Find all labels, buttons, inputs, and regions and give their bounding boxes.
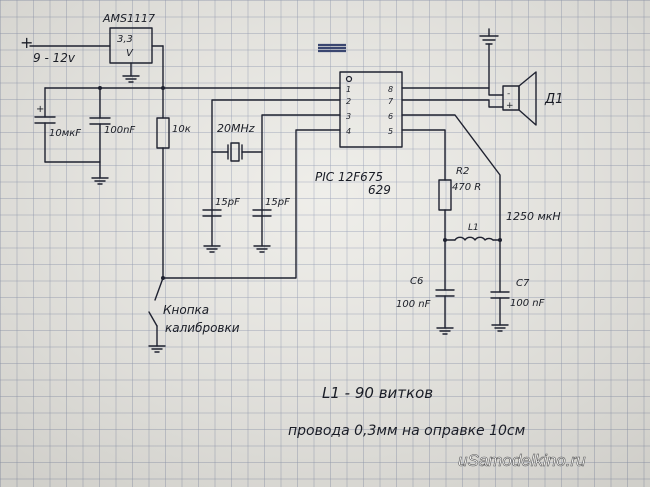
button-contact-lower — [148, 311, 158, 327]
speaker-minus-wire — [488, 87, 504, 96]
speaker-minus: - — [507, 89, 510, 99]
c7-value: 100 nF — [510, 298, 545, 309]
pin2-wire — [211, 99, 341, 247]
crystal-freq-label: 20MHz — [217, 122, 255, 135]
junction-dot — [443, 238, 447, 242]
speaker: - + Д1 — [401, 71, 563, 126]
pin5-wire — [401, 129, 446, 181]
regulator-ground-symbol — [122, 75, 140, 83]
l1-value: 1250 мкН — [506, 210, 561, 223]
r2-value: 470 R — [452, 182, 481, 193]
mcu-chip: 1 2 3 4 8 7 6 5 PIC 12F675 629 — [315, 71, 403, 197]
regulator-name: AMS1117 — [102, 12, 155, 25]
inductor-l1: L1 1250 мкН — [443, 210, 561, 242]
capacitor-c4: 15pF — [252, 197, 290, 253]
speaker-plus: + — [506, 101, 514, 111]
c7-name: C7 — [516, 278, 530, 289]
ground-symbol — [91, 177, 109, 185]
supply-voltage-label: 9 - 12v — [33, 51, 76, 65]
pin6-wire — [401, 114, 501, 293]
mcu-pin-label: 3 — [346, 112, 351, 121]
r1-value-label: 10к — [172, 124, 191, 135]
calibration-button: Кнопка калибровки — [148, 277, 240, 353]
ground-symbol — [148, 345, 166, 353]
mcu-pin-label: 7 — [388, 97, 394, 106]
resistor-r2: R2 470 R — [438, 166, 481, 291]
ground-symbol — [436, 327, 454, 335]
ground-symbol — [203, 245, 221, 253]
pin1-marker — [345, 75, 353, 83]
capacitor-c1: + 10мкF — [34, 87, 81, 163]
mcu-body — [339, 71, 403, 148]
capacitor-c3: 15pF — [202, 197, 240, 253]
l1-name: L1 — [468, 223, 479, 233]
resistor-r1: 10к — [156, 87, 191, 279]
regulator-output-value: 3,3 — [117, 34, 133, 45]
c1-plus-mark: + — [36, 104, 44, 115]
regulator: AMS1117 3,3 V — [102, 12, 164, 89]
speaker-cone — [518, 71, 537, 126]
button-label-line2: калибровки — [165, 321, 240, 335]
r2-name: R2 — [456, 166, 469, 177]
note-line-2: провода 0,3мм на оправке 10см — [288, 423, 526, 439]
button-label-line1: Кнопка — [163, 303, 209, 317]
pin7-wire — [401, 99, 504, 108]
mcu-pin-label: 6 — [388, 112, 393, 121]
c4-value-label: 15pF — [265, 197, 290, 208]
mcu-pin-label: 8 — [388, 85, 393, 94]
capacitor-c2: 100nF — [89, 87, 135, 179]
speaker-label: Д1 — [544, 92, 563, 107]
button-contact-upper — [154, 277, 164, 301]
supply-plus-sign: + — [20, 33, 33, 52]
power-input: + 9 - 12v — [20, 33, 111, 65]
mcu-pin-label: 2 — [346, 97, 351, 106]
capacitor-c7: C7 100 nF — [490, 278, 545, 332]
mcu-pin-label: 1 — [346, 85, 351, 94]
c2-value-label: 100nF — [104, 125, 135, 136]
junction-dot — [498, 238, 502, 242]
crystal: 20MHz — [211, 122, 263, 162]
c6-name: C6 — [410, 276, 423, 287]
note-line-1: L1 - 90 витков — [322, 384, 433, 402]
crystal-body — [230, 142, 240, 162]
pin3-wire — [261, 114, 341, 247]
mcu-pin-label: 5 — [388, 127, 393, 136]
capacitor-c6: C6 100 nF — [396, 276, 455, 335]
ground-symbol — [491, 324, 509, 332]
mcu-pin-label: 4 — [346, 127, 351, 136]
ink-scribble — [318, 43, 346, 53]
ground-symbol — [253, 245, 271, 253]
c1-value-label: 10мкF — [49, 128, 81, 139]
mcu-name: PIC 12F675 — [315, 170, 383, 184]
mcu-alt-name: 629 — [368, 183, 391, 197]
l1-coil — [454, 236, 494, 241]
c6-value: 100 nF — [396, 299, 431, 310]
c3-value-label: 15pF — [215, 197, 240, 208]
regulator-output-unit: V — [126, 48, 134, 59]
pin4-wire — [162, 129, 341, 279]
watermark: uSamodelkino.ru — [458, 451, 586, 470]
